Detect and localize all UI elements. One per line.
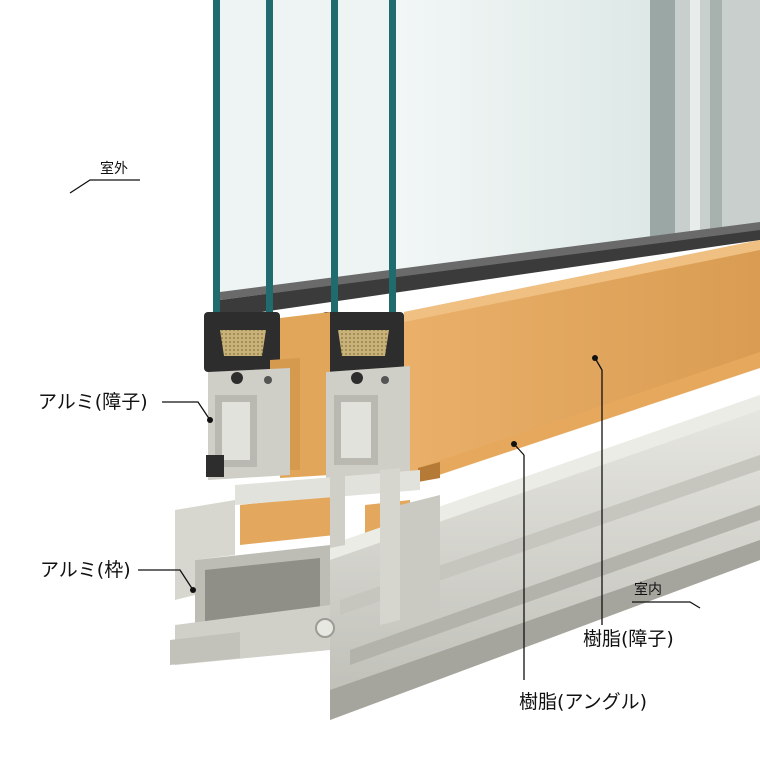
- glass-panes: [204, 0, 760, 372]
- label-outdoor: 室外: [100, 161, 128, 177]
- label-resin-sash: 樹脂(障子): [583, 628, 674, 650]
- label-resin-angle: 樹脂(アングル): [519, 691, 648, 713]
- aluminum-frame-profile: [170, 395, 760, 720]
- leader-dots: [190, 355, 598, 593]
- label-indoor: 室内: [634, 582, 662, 598]
- aluminum-sash-profile: [206, 366, 410, 480]
- label-aluminum-frame: アルミ(枠): [40, 559, 131, 581]
- label-aluminum-sash: アルミ(障子): [38, 391, 148, 413]
